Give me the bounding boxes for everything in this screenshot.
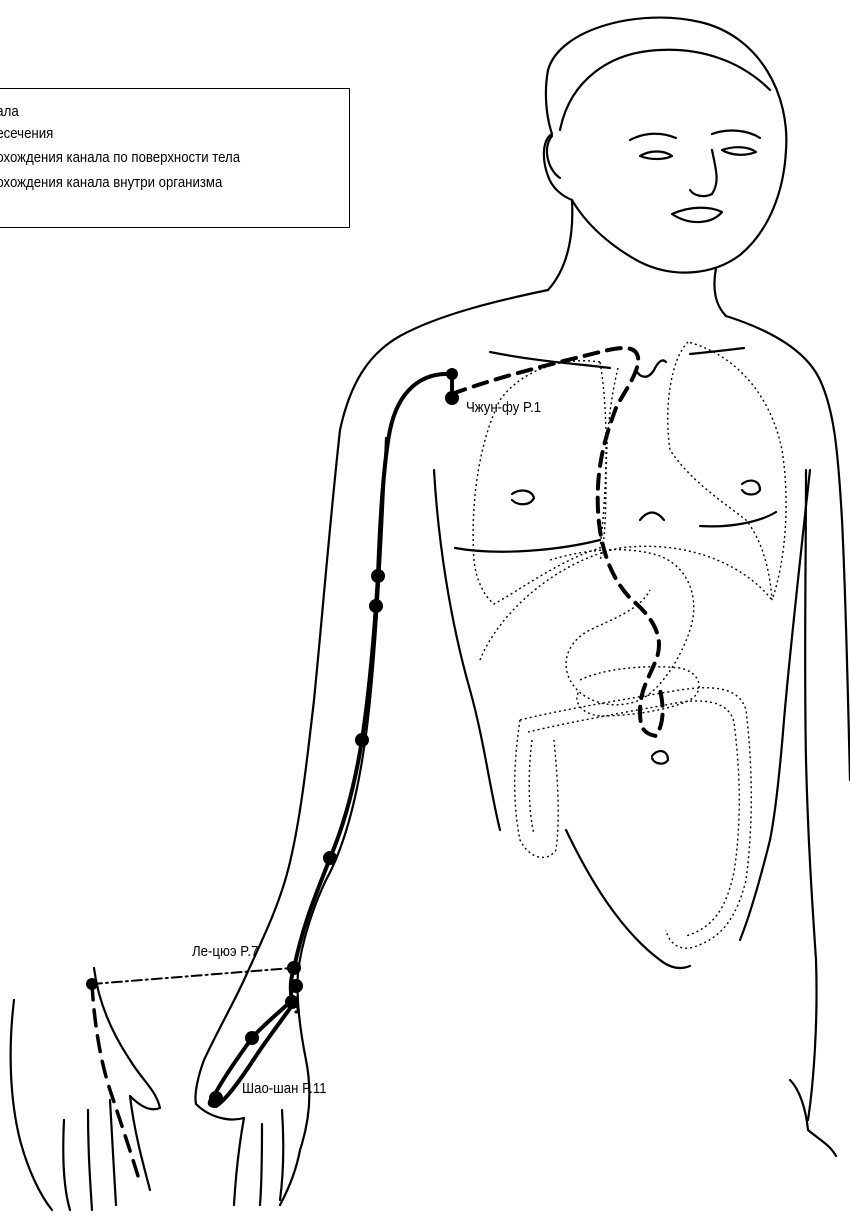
colon-inner xyxy=(528,701,739,936)
meridian-surface-path xyxy=(210,374,452,1106)
point-elbow xyxy=(355,733,369,747)
point-upper-arm-1 xyxy=(371,569,385,583)
point-forearm xyxy=(323,851,337,865)
lung-right xyxy=(668,342,786,600)
point-label-p11: Шао-шан P.11 xyxy=(242,1080,327,1098)
xiphoid xyxy=(640,513,664,521)
point-side-hand xyxy=(86,978,98,990)
pelvis-right xyxy=(740,840,770,940)
legend-item-internal-path: рохождения канала внутри организма xyxy=(0,172,222,194)
organs xyxy=(473,342,786,948)
legend-box: нала ресечения рохождения канала по пове… xyxy=(0,88,350,228)
torso-left xyxy=(434,470,500,830)
chest-line-left xyxy=(455,540,600,552)
point-p10 xyxy=(245,1031,259,1045)
acupoints xyxy=(86,368,459,1105)
legend-item-surface-path: рохождения канала по поверхности тела xyxy=(0,147,240,169)
arm-right-outer xyxy=(842,520,850,780)
nipple-left xyxy=(512,491,534,505)
legend-item-intersection: ресечения xyxy=(0,123,53,145)
hair-line xyxy=(560,50,770,130)
point-p2 xyxy=(446,368,458,380)
intestine-left-2 xyxy=(529,740,534,834)
arm-left-inner xyxy=(297,438,386,1060)
trachea xyxy=(600,368,618,560)
neck-left xyxy=(548,200,572,290)
intestine-left xyxy=(515,720,558,857)
arm-left-outer xyxy=(195,430,340,1104)
neck-right xyxy=(714,268,726,316)
collar-right xyxy=(690,348,744,354)
ear xyxy=(547,136,560,178)
nose xyxy=(690,150,717,196)
meridian-connection-path xyxy=(92,968,292,984)
navel xyxy=(652,751,668,764)
eyebrow-left xyxy=(630,134,676,140)
meridian-lines xyxy=(92,348,663,1176)
point-p9 xyxy=(285,995,299,1009)
point-label-p1: Чжун-фу P.1 xyxy=(466,399,541,417)
torso-right xyxy=(770,470,810,840)
point-p1 xyxy=(445,391,459,405)
eyebrow-right xyxy=(712,131,760,138)
meridian-branch-path xyxy=(92,984,138,1176)
small-bowel xyxy=(577,667,699,716)
lung-left xyxy=(473,361,606,604)
stomach xyxy=(550,550,694,705)
point-p11 xyxy=(209,1091,223,1105)
pelvis-left xyxy=(566,830,690,968)
arm-right-inner xyxy=(805,470,816,1120)
sternum-notch xyxy=(636,360,666,376)
point-p7 xyxy=(287,961,301,975)
shoulder-right xyxy=(726,316,842,520)
legend-item-channel: нала xyxy=(0,101,19,123)
eye-left xyxy=(640,152,672,160)
head-outline xyxy=(544,18,786,273)
point-label-p7: Ле-цюэ P.7 xyxy=(192,943,258,961)
hand-right-outline xyxy=(790,1080,836,1156)
nipple-right xyxy=(742,481,760,495)
eye-right xyxy=(722,147,756,155)
point-p8 xyxy=(289,979,303,993)
mouth xyxy=(672,208,722,222)
point-upper-arm-2 xyxy=(369,599,383,613)
diaphragm xyxy=(480,546,772,660)
colon-outer xyxy=(520,688,751,948)
